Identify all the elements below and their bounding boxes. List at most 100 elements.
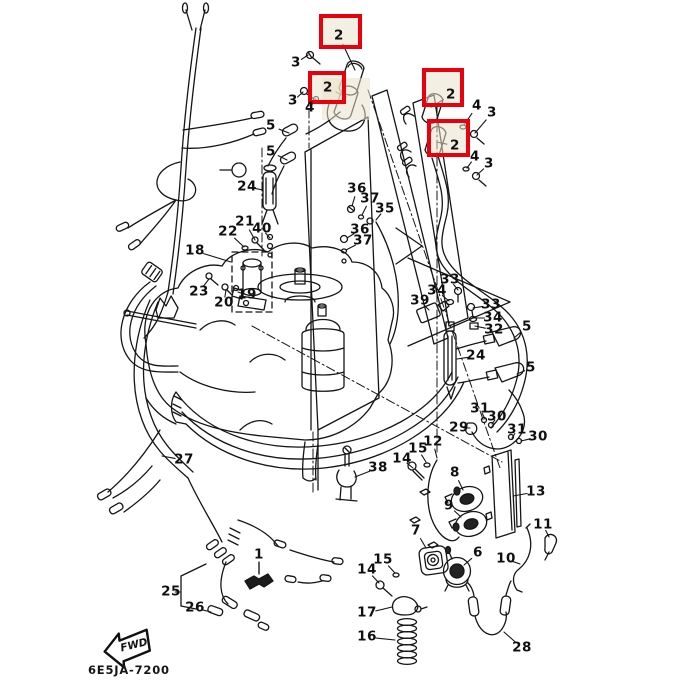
callout-leader — [475, 120, 486, 133]
part-callout[interactable]: 3 — [291, 54, 301, 71]
part-callout[interactable]: 29 — [449, 419, 469, 436]
part-callout[interactable]: 14 — [392, 450, 412, 467]
callout-leader — [279, 129, 289, 133]
part-callout[interactable]: 12 — [423, 433, 443, 450]
part-callout[interactable]: 13 — [526, 483, 546, 500]
part-callout[interactable]: 5 — [266, 117, 276, 134]
callout-leader — [454, 285, 458, 291]
part-callout[interactable]: 30 — [528, 428, 548, 445]
callout-leader — [235, 238, 244, 247]
part-callout[interactable]: 3 — [484, 155, 494, 172]
part-callout[interactable]: 33 — [481, 296, 501, 313]
part-callout[interactable]: 32 — [484, 321, 504, 338]
part-callout[interactable]: 1 — [254, 546, 264, 563]
callout-leader — [372, 576, 379, 583]
part-callout[interactable]: 8 — [450, 464, 460, 481]
part-callout[interactable]: 5 — [266, 143, 276, 160]
callout-leader — [298, 92, 304, 97]
callout-leader — [346, 245, 355, 250]
part-callout[interactable]: 28 — [512, 639, 532, 656]
spark-plug-leads — [376, 156, 527, 449]
part-callout[interactable]: 17 — [357, 604, 377, 621]
part-callout[interactable]: 14 — [357, 561, 377, 578]
part-callout[interactable]: 2 — [450, 137, 460, 154]
part-callout[interactable]: 22 — [218, 223, 238, 240]
callout-leader — [473, 306, 483, 308]
callout-leader — [492, 420, 495, 424]
callout-leader — [482, 414, 485, 420]
part-callout[interactable]: 24 — [466, 347, 486, 364]
part-callout[interactable]: 4 — [470, 148, 480, 165]
part-callout[interactable]: 31 — [470, 400, 490, 417]
callout-leader — [464, 558, 472, 565]
part-callout[interactable]: 27 — [174, 451, 194, 468]
callout-leader — [376, 214, 381, 220]
part-callout[interactable]: 24 — [237, 178, 257, 195]
grommets-group — [376, 545, 471, 615]
part-callout[interactable]: 4 — [305, 99, 315, 116]
part-callout[interactable]: 4 — [472, 97, 482, 114]
part-callout[interactable]: 37 — [360, 190, 380, 207]
callout-leader — [475, 326, 485, 328]
part-callout[interactable]: 18 — [185, 242, 205, 259]
callout-leader — [278, 156, 287, 160]
part-callout[interactable]: 33 — [440, 271, 460, 288]
callout-leader — [355, 471, 370, 477]
callout-leader — [376, 638, 395, 640]
highlight-box — [422, 68, 464, 107]
callout-leader — [517, 371, 525, 374]
part-callout[interactable]: 2 — [323, 79, 333, 96]
part-callout[interactable]: 38 — [368, 459, 388, 476]
part-callout[interactable]: 26 — [185, 599, 205, 616]
callout-leader — [301, 55, 308, 59]
part-callout[interactable]: 30 — [487, 408, 507, 425]
callout-leader — [422, 455, 426, 462]
part-callout[interactable]: 25 — [161, 583, 181, 600]
part-callout[interactable]: 5 — [526, 359, 536, 376]
part-callout[interactable]: 39 — [410, 292, 430, 309]
part-callout[interactable]: 20 — [214, 294, 234, 311]
callout-leader — [477, 169, 484, 175]
part-callout[interactable]: 7 — [411, 522, 421, 539]
part-callout[interactable]: 6 — [473, 544, 483, 561]
part-callout[interactable]: 3 — [487, 104, 497, 121]
highlight-box — [319, 14, 362, 49]
part-callout[interactable]: 9 — [444, 497, 454, 514]
part-callout[interactable]: 11 — [533, 516, 553, 533]
callout-leader — [202, 610, 211, 612]
callout-leader — [249, 230, 255, 240]
part-callout[interactable]: 23 — [189, 283, 209, 300]
callout-leader — [435, 449, 437, 458]
part-callout[interactable]: 19 — [237, 286, 257, 303]
part-callout[interactable]: 40 — [252, 220, 272, 237]
part-callout[interactable]: 5 — [522, 318, 532, 335]
part-callout[interactable]: 21 — [235, 213, 255, 230]
part-callout[interactable]: 36 — [347, 180, 367, 197]
rectifier-bracket-group — [408, 450, 557, 592]
highlight-box — [308, 71, 346, 104]
callout-leader — [407, 463, 413, 468]
part-callout[interactable]: 2 — [446, 86, 456, 103]
part-callout[interactable]: 16 — [357, 628, 377, 645]
callout-leader — [442, 296, 449, 302]
battery-lead-28 — [468, 581, 511, 635]
fwd-arrow: FWD — [101, 627, 154, 671]
part-callout[interactable]: 15 — [373, 551, 393, 568]
part-callout[interactable]: 15 — [408, 440, 428, 457]
part-callout[interactable]: 34 — [427, 282, 447, 299]
part-callout[interactable]: 31 — [507, 421, 527, 438]
part-callout[interactable]: 36 — [350, 221, 370, 238]
part-callout[interactable]: 2 — [334, 27, 344, 44]
callout-leader — [467, 162, 471, 168]
part-callout[interactable]: 35 — [375, 200, 395, 217]
callout-leader — [162, 456, 175, 458]
part-callout[interactable]: 10 — [496, 550, 516, 567]
part-callout[interactable]: 37 — [353, 232, 373, 249]
callout-leader — [454, 511, 461, 517]
callout-leader — [459, 481, 463, 490]
part-callout[interactable]: 34 — [483, 309, 503, 326]
part-callout[interactable]: 3 — [288, 92, 298, 109]
callout-leader — [376, 607, 392, 611]
callout-leader — [225, 290, 226, 297]
